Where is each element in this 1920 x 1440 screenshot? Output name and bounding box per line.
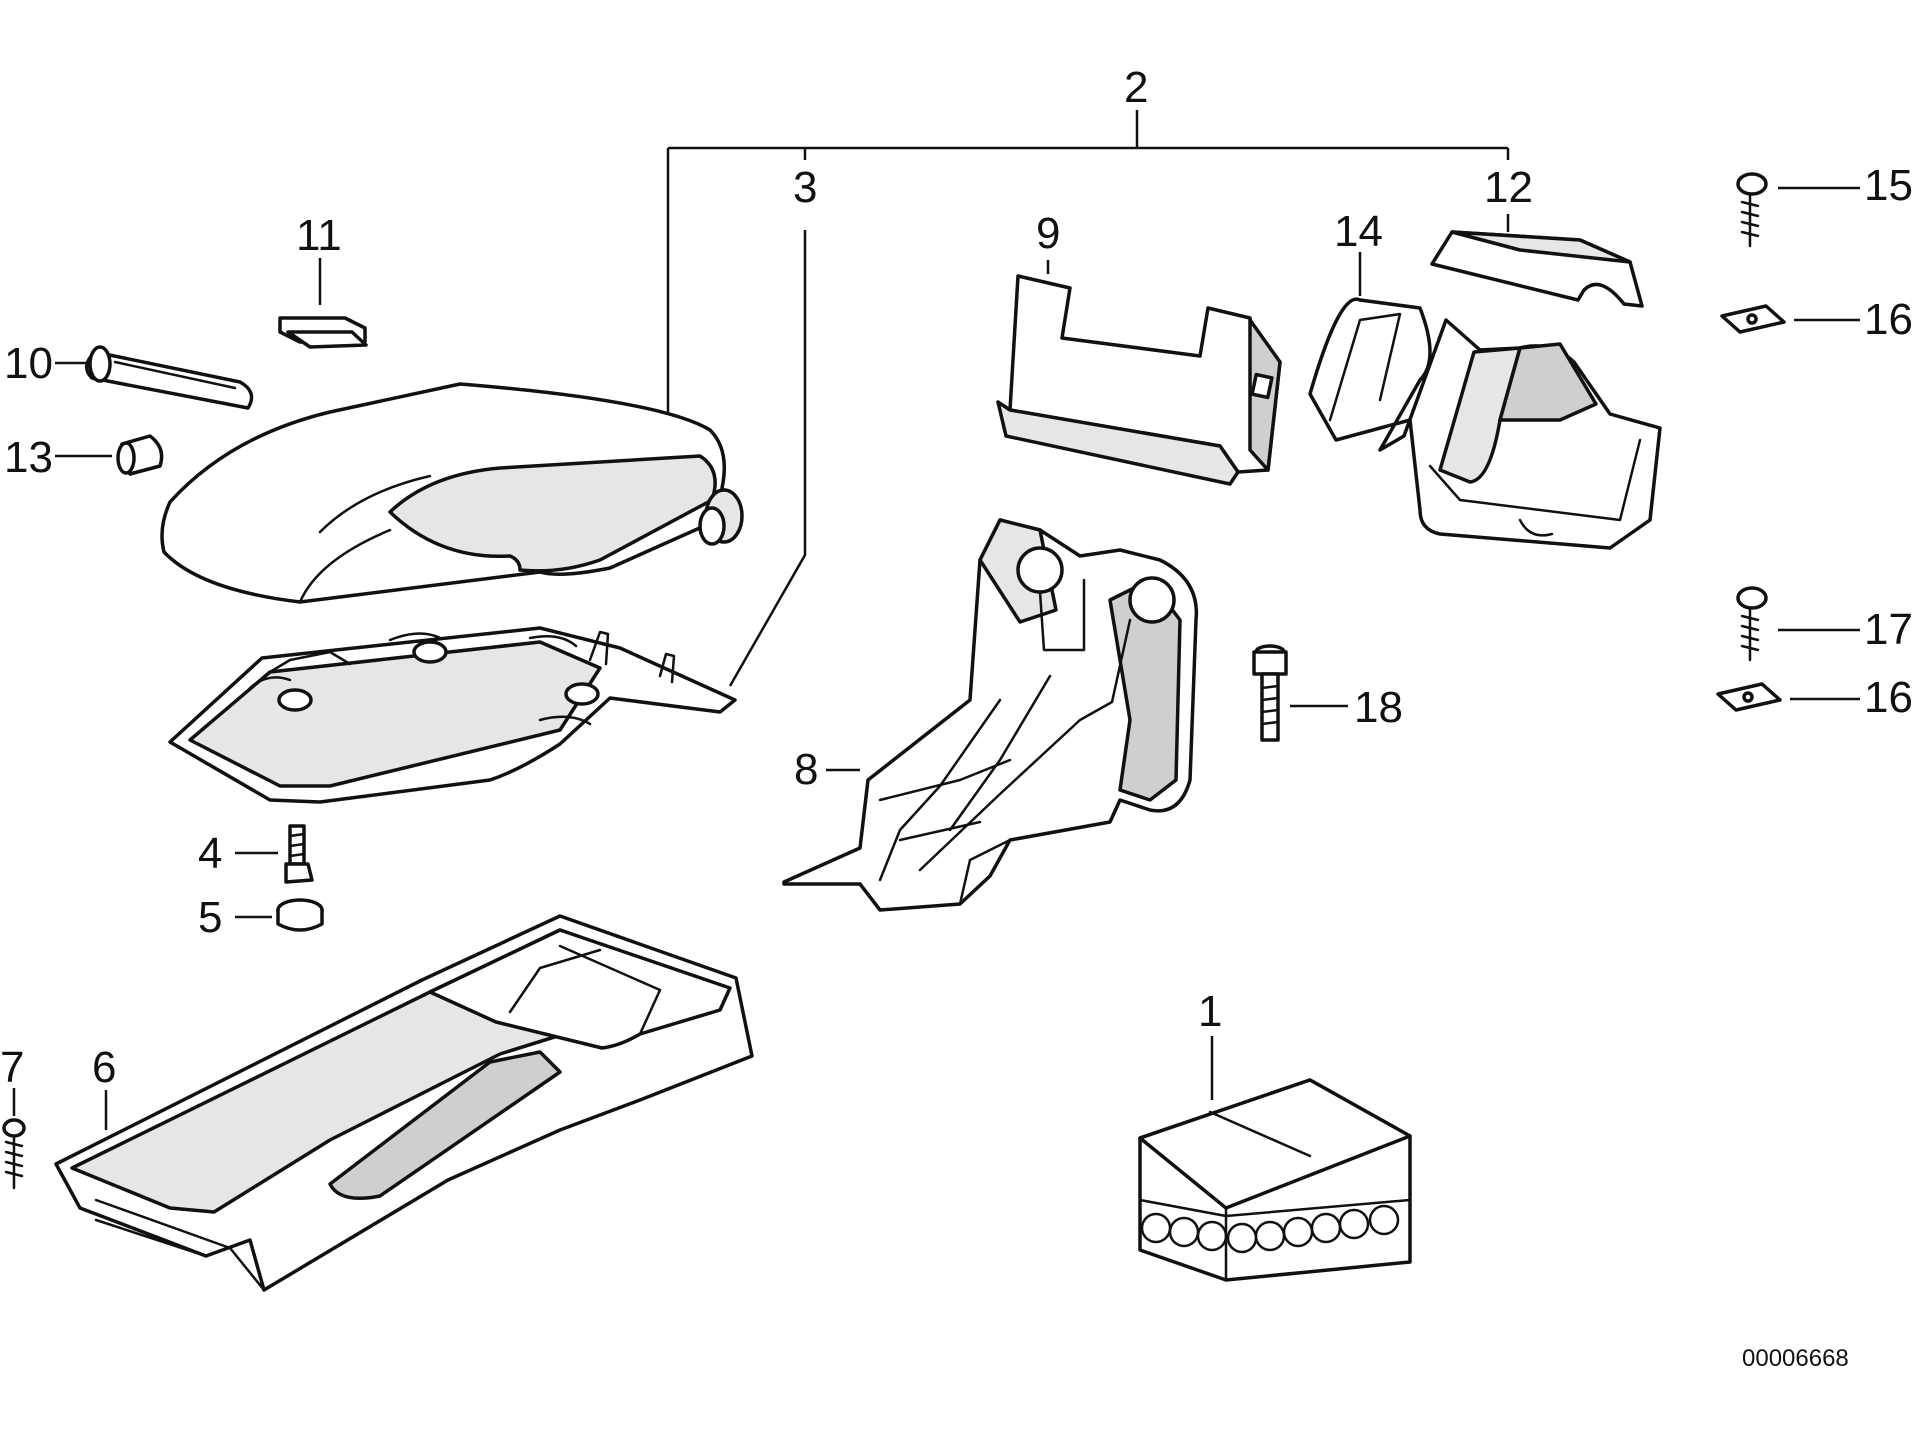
part-16-clip-nut-upper bbox=[1720, 304, 1860, 334]
part-16-clip-nut-lower bbox=[1716, 682, 1860, 712]
callout-14: 14 bbox=[1334, 207, 1383, 256]
callout-7: 7 bbox=[0, 1043, 24, 1092]
part-9-bracket bbox=[996, 260, 1282, 486]
callout-9: 9 bbox=[1036, 209, 1060, 258]
callout-16-upper: 16 bbox=[1864, 295, 1913, 344]
group-bracket bbox=[666, 110, 1510, 418]
part-15-screw bbox=[1736, 172, 1860, 248]
part-8-support bbox=[782, 518, 1199, 912]
part-5-cap bbox=[235, 898, 324, 932]
part-12-cap bbox=[1430, 214, 1644, 308]
part-2-armrest bbox=[160, 382, 744, 604]
part-13-bush bbox=[55, 434, 164, 476]
callout-2: 2 bbox=[1124, 63, 1148, 112]
part-11-clip bbox=[278, 258, 368, 349]
callout-3: 3 bbox=[793, 163, 817, 212]
box-rolls bbox=[1140, 1204, 1400, 1254]
part-17-screw bbox=[1736, 586, 1860, 662]
part-14-housing bbox=[1308, 252, 1662, 550]
callout-5: 5 bbox=[198, 893, 222, 942]
callout-13: 13 bbox=[4, 433, 53, 482]
callout-11: 11 bbox=[296, 211, 342, 260]
callout-1: 1 bbox=[1198, 987, 1222, 1036]
callout-16-lower: 16 bbox=[1864, 673, 1913, 722]
callout-6: 6 bbox=[92, 1043, 116, 1092]
callout-4: 4 bbox=[198, 829, 222, 878]
callout-18: 18 bbox=[1354, 683, 1403, 732]
callout-10: 10 bbox=[4, 339, 53, 388]
part-18-bolt bbox=[1252, 644, 1348, 742]
part-4-bolt bbox=[235, 824, 314, 884]
callout-8: 8 bbox=[794, 745, 818, 794]
callout-15: 15 bbox=[1864, 161, 1913, 210]
part-7-screw bbox=[2, 1088, 26, 1190]
part-6-console-tray bbox=[54, 914, 754, 1292]
part-10-pin bbox=[55, 345, 254, 410]
part-3-base-plate bbox=[168, 230, 807, 804]
callout-12: 12 bbox=[1484, 163, 1533, 212]
callout-labels: 1 2 3 4 5 6 7 8 9 10 11 12 13 14 15 16 1… bbox=[0, 63, 1913, 1372]
callout-17: 17 bbox=[1864, 605, 1913, 654]
part-1-box bbox=[1138, 1036, 1412, 1282]
diagram-reference-number: 00006668 bbox=[1742, 1345, 1849, 1372]
